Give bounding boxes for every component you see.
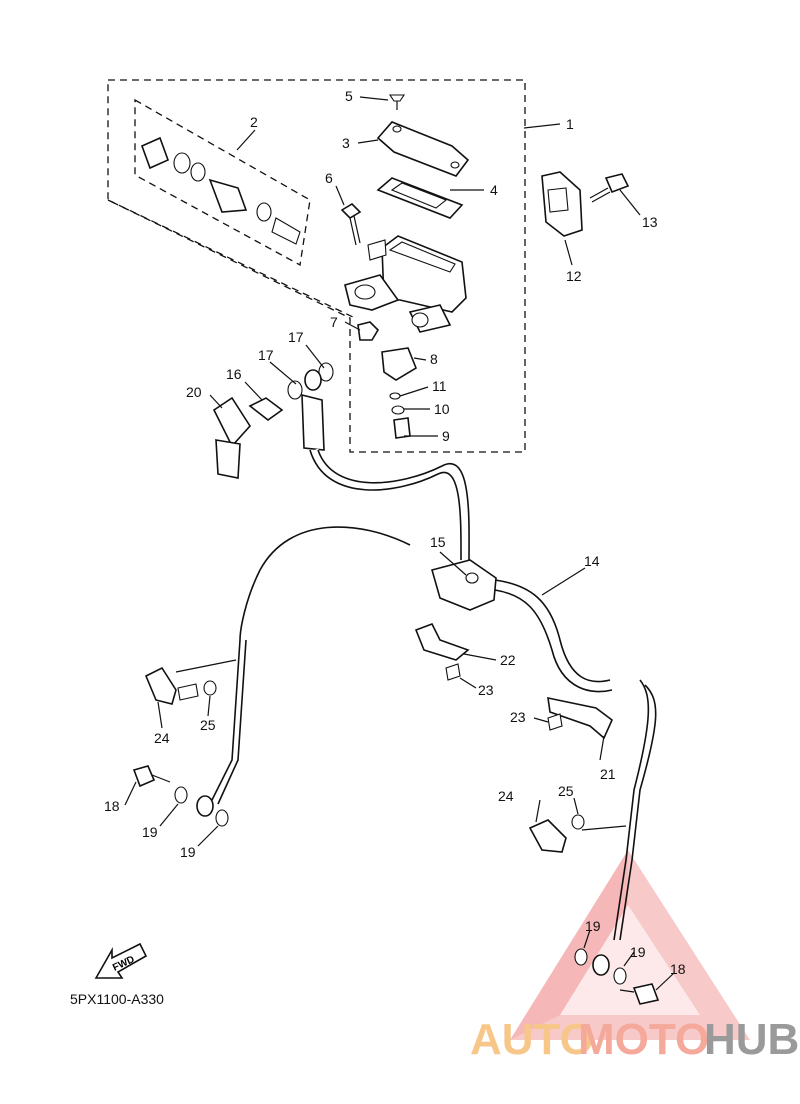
callout-8: 8 (430, 351, 438, 367)
callout-15: 15 (430, 534, 446, 550)
callout-14: 14 (584, 553, 600, 569)
switch-spring-washer (391, 405, 405, 415)
callout-5: 5 (345, 88, 353, 104)
watermark-moto: MOTO (578, 1015, 709, 1064)
handlebar-holder (541, 171, 583, 237)
screw-23-left (445, 663, 461, 681)
master-cylinder-body (344, 235, 467, 333)
callout-21: 21 (600, 766, 616, 782)
master-cylinder-kit (140, 136, 301, 245)
banjo-fitting (301, 369, 325, 451)
reservoir-cap (376, 121, 470, 177)
callout-6: 6 (325, 170, 333, 186)
nut-right (571, 814, 585, 830)
callout-17b: 17 (288, 329, 304, 345)
callout-17a: 17 (258, 347, 274, 363)
callout-10: 10 (434, 401, 450, 417)
hose-joint (431, 559, 497, 611)
callout-22: 22 (500, 652, 516, 668)
washer-left-1 (174, 786, 188, 804)
washer-right-2 (613, 967, 627, 985)
switch-screw (393, 417, 411, 439)
callout-19c: 19 (585, 918, 601, 934)
union-bolt-right (619, 983, 660, 1005)
union-bolt (248, 397, 284, 421)
callout-24a: 24 (154, 730, 170, 746)
watermark-hub: HUB (704, 1015, 799, 1064)
union-bolt-left (132, 765, 171, 788)
assembly-2-outline (134, 98, 311, 267)
watermark-logo (510, 850, 750, 1040)
watermark-text: AUTO MOTO HUB (470, 1015, 799, 1064)
callouts: 1 2 3 4 5 6 7 8 9 10 11 12 13 14 15 16 1… (104, 88, 686, 977)
holder-bolt (589, 173, 630, 203)
copper-washer-2 (318, 362, 334, 382)
callout-11: 11 (432, 378, 447, 394)
callout-16: 16 (226, 366, 242, 382)
callout-24b: 24 (498, 788, 514, 804)
callout-25a: 25 (200, 717, 216, 733)
assembly-guide-line (107, 199, 356, 319)
copper-washer-1 (287, 380, 303, 400)
callout-18b: 18 (670, 961, 686, 977)
callout-13: 13 (642, 214, 658, 230)
brake-hose-right (494, 579, 657, 941)
diagram-code: 5PX1100-A330 (70, 991, 164, 1007)
hose-holder-left (144, 666, 199, 705)
nut-left (203, 680, 217, 696)
brake-hose-upper (309, 448, 470, 561)
banjo-right (592, 954, 610, 976)
callout-2: 2 (250, 114, 258, 130)
assembly-1-outline (107, 79, 526, 453)
reservoir-screw (388, 94, 406, 110)
callout-3: 3 (342, 135, 350, 151)
callout-9: 9 (442, 428, 450, 444)
switch-washer (389, 392, 401, 400)
washer-right-1 (574, 948, 588, 966)
brake-hose-left (211, 526, 411, 805)
callout-7: 7 (330, 314, 338, 330)
union-bolt-cap (212, 396, 252, 479)
washer-left-2 (215, 809, 229, 827)
callout-19d: 19 (630, 944, 646, 960)
callout-23b: 23 (510, 709, 526, 725)
callout-4: 4 (490, 182, 498, 198)
hose-clip-upper (414, 622, 470, 661)
screw-23-right (547, 713, 563, 731)
leader-lines (124, 96, 675, 991)
callout-20: 20 (186, 384, 202, 400)
lever-nut (357, 321, 380, 341)
callout-23a: 23 (478, 682, 494, 698)
callout-18a: 18 (104, 798, 120, 814)
callout-19a: 19 (142, 824, 158, 840)
callout-12: 12 (566, 268, 582, 284)
hose-holder-right (528, 819, 567, 853)
lever-pivot-bolt (340, 202, 362, 246)
diaphragm (376, 177, 464, 219)
callout-25b: 25 (558, 783, 574, 799)
callout-19b: 19 (180, 844, 196, 860)
forward-arrow-icon: FWD (94, 942, 148, 979)
brake-switch (381, 347, 417, 381)
banjo-left (196, 795, 214, 817)
watermark-auto: AUTO (470, 1015, 594, 1064)
callout-1: 1 (566, 116, 574, 132)
